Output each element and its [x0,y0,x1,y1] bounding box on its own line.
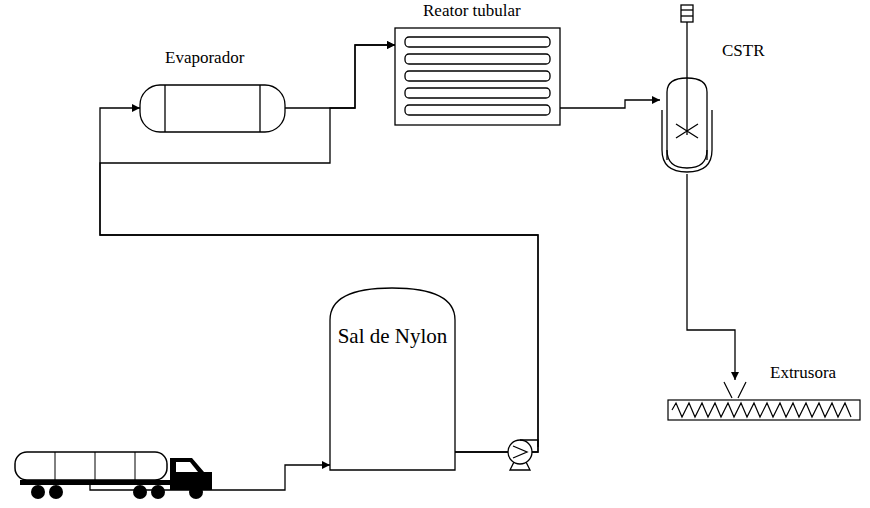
flow-line [100,108,538,452]
flow-line [687,174,735,380]
extruder-node: Extrusora [668,380,860,422]
pump-symbol [508,440,538,470]
tanker-truck [15,452,212,499]
evaporator-node: Evaporador [140,85,285,132]
flow-line [560,100,660,108]
tank-node: Sal de Nylon [330,288,455,470]
extruder [668,382,860,420]
evaporator-drum [140,85,285,132]
reactor-node: Reator tubular [395,28,560,125]
tubular-reactor [395,28,560,125]
equipment-label: Evaporador [165,49,244,68]
cstr-node: CSTR [660,76,715,174]
equipment-label: Extrusora [770,364,836,383]
tank-label: Sal de Nylon [338,324,448,348]
equipment-label: CSTR [722,42,765,61]
salt-tank [330,288,455,470]
equipment-label: Reator tubular [423,2,521,21]
flow-line [285,45,395,108]
cstr-vessel [662,5,712,172]
